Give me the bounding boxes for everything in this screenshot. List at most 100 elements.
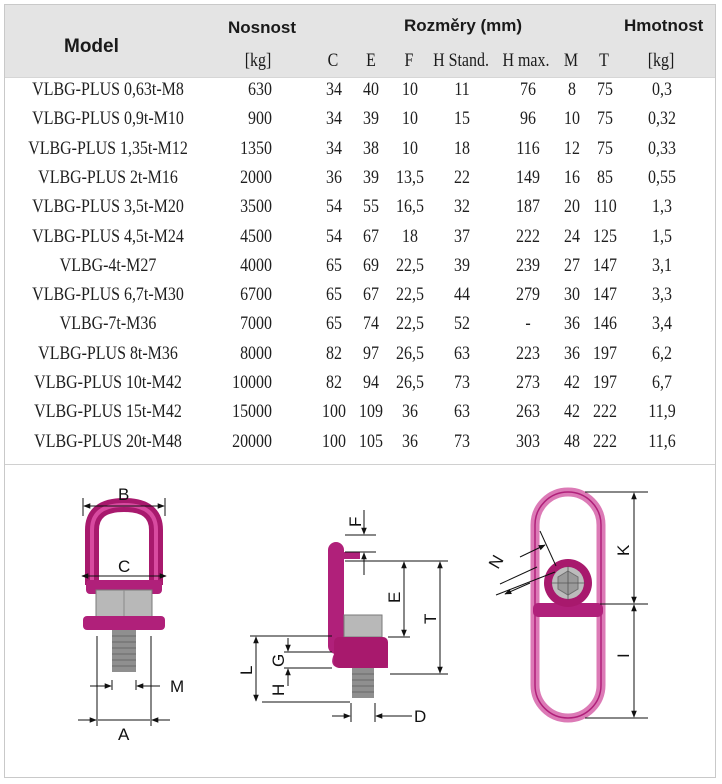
cell-model: VLBG-PLUS 0,63t-M8	[32, 79, 184, 100]
front-view-drawing	[78, 498, 170, 726]
cell-e: 40	[363, 79, 379, 100]
cell-weight: 1,5	[652, 225, 672, 247]
dim-label-i: I	[614, 653, 633, 658]
cell-weight: 0,55	[648, 166, 676, 188]
cell-m: 10	[564, 108, 580, 130]
header-col-c: C	[327, 50, 339, 71]
cell-capacity: 4500	[240, 225, 272, 247]
cell-h-max: 149	[516, 166, 540, 188]
dim-label-c: C	[118, 557, 130, 576]
cell-weight: 3,3	[652, 284, 672, 306]
cell-h-stand: 39	[454, 254, 470, 276]
table-header: Model Nosnost Rozměry (mm) Hmotnost [kg]…	[5, 5, 715, 78]
cell-e: 39	[363, 108, 379, 130]
cell-f: 10	[402, 79, 418, 100]
cell-model: VLBG-PLUS 15t-M42	[34, 401, 182, 423]
cell-f: 22,5	[396, 313, 424, 335]
cell-t: 75	[597, 108, 613, 130]
dim-label-n: N	[485, 552, 508, 572]
cell-capacity: 900	[248, 108, 272, 130]
header-col-h-max: H max.	[502, 50, 550, 71]
cell-capacity: 1350	[240, 137, 272, 159]
cell-weight: 0,3	[652, 79, 672, 100]
header-col-t: T	[599, 50, 609, 71]
cell-h-stand: 37	[454, 225, 470, 247]
header-col-e: E	[366, 50, 376, 71]
cell-h-max: 279	[516, 284, 540, 306]
cell-h-stand: 73	[454, 430, 470, 452]
cell-weight: 11,9	[648, 401, 676, 423]
cell-weight: 3,1	[652, 254, 672, 276]
cell-c: 54	[326, 196, 342, 218]
cell-t: 85	[597, 166, 613, 188]
cell-capacity: 7000	[240, 313, 272, 335]
header-dimensions: Rozměry (mm)	[404, 16, 523, 35]
cell-e: 69	[363, 254, 379, 276]
header-model: Model	[64, 36, 119, 57]
cell-m: 36	[564, 313, 580, 335]
cell-weight: 0,33	[648, 137, 676, 159]
cell-capacity: 8000	[240, 342, 272, 364]
cell-e: 109	[359, 401, 383, 423]
cell-c: 34	[326, 108, 342, 130]
cell-c: 54	[326, 225, 342, 247]
cell-capacity: 4000	[240, 254, 272, 276]
cell-m: 8	[568, 79, 576, 100]
cell-e: 67	[363, 225, 379, 247]
cell-m: 12	[564, 137, 580, 159]
cell-e: 38	[363, 137, 379, 159]
cell-f: 18	[402, 225, 418, 247]
cell-model: VLBG-PLUS 6,7t-M30	[32, 284, 184, 306]
cell-m: 27	[564, 254, 580, 276]
cell-model: VLBG-PLUS 3,5t-M20	[32, 196, 184, 218]
dim-label-a: A	[118, 725, 130, 744]
cell-h-stand: 15	[454, 108, 470, 130]
cell-model: VLBG-PLUS 20t-M48	[34, 430, 182, 452]
cell-c: 82	[326, 372, 342, 393]
cell-h-max: 263	[516, 401, 540, 423]
cell-weight: 3,4	[652, 313, 672, 335]
cell-c: 65	[326, 254, 342, 276]
cell-h-max: 223	[516, 342, 540, 364]
cell-h-stand: 52	[454, 313, 470, 335]
dim-label-d: D	[414, 707, 426, 726]
cell-weight: 1,3	[652, 196, 672, 218]
header-weight-unit: [kg]	[647, 50, 675, 71]
cell-h-stand: 44	[454, 284, 470, 306]
cell-weight: 6,7	[652, 372, 672, 393]
cell-e: 105	[359, 430, 383, 452]
cell-h-stand: 73	[454, 372, 470, 393]
dim-label-e: E	[385, 592, 404, 603]
top-view-drawing	[495, 487, 648, 723]
cell-capacity: 3500	[240, 196, 272, 218]
cell-m: 48	[564, 430, 580, 452]
cell-h-max: -	[525, 313, 531, 335]
cell-model: VLBG-PLUS 1,35t-M12	[28, 137, 188, 159]
dim-label-f: F	[346, 517, 365, 527]
cell-f: 16,5	[396, 196, 424, 218]
cell-m: 30	[564, 284, 580, 306]
side-view-drawing	[250, 510, 448, 722]
cell-h-stand: 63	[454, 342, 470, 364]
cell-h-stand: 11	[454, 79, 470, 100]
cell-model: VLBG-PLUS 4,5t-M24	[32, 225, 184, 247]
cell-t: 75	[597, 137, 613, 159]
cell-capacity: 630	[248, 79, 272, 100]
cell-model: VLBG-PLUS 8t-M36	[38, 342, 178, 364]
cell-h-max: 76	[520, 79, 536, 100]
cell-weight: 11,6	[648, 430, 676, 452]
cell-capacity: 15000	[232, 401, 272, 423]
cell-f: 22,5	[396, 284, 424, 306]
cell-f: 10	[402, 108, 418, 130]
cell-e: 74	[363, 313, 379, 335]
cell-capacity: 10000	[232, 372, 272, 393]
dim-label-k: K	[614, 544, 633, 556]
cell-h-stand: 22	[454, 166, 470, 188]
cell-e: 55	[363, 196, 379, 218]
cell-capacity: 20000	[232, 430, 272, 452]
cell-f: 13,5	[396, 166, 424, 188]
dim-label-m: M	[170, 677, 184, 696]
cell-c: 82	[326, 342, 342, 364]
cell-e: 94	[363, 372, 379, 393]
